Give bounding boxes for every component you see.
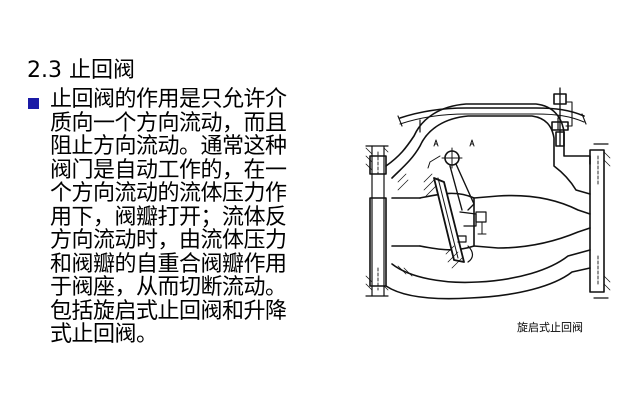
- valve-cover: [397, 87, 587, 147]
- bullet-line: 个方向流动的流体压力作: [50, 181, 287, 206]
- bullet-line: 和阀瓣的自重合阀瓣作用: [50, 251, 287, 277]
- bullet-line: 式止回阀。: [50, 322, 158, 347]
- seat-hatching: [397, 173, 463, 277]
- swing-check-valve-drawing: [365, 87, 611, 300]
- bullet-line: 方向流动时，由流体压力: [50, 228, 287, 253]
- swing-disc-assembly: [427, 147, 487, 263]
- bullet-line: 止回阀的作用是只允许介: [50, 87, 287, 112]
- figure-caption: 旋启式止回阀: [517, 321, 583, 334]
- bullet-line: 质向一个方向流动，而且: [50, 110, 287, 136]
- slide-title: 2.3 止回阀: [27, 58, 135, 83]
- left-flange: [365, 145, 389, 297]
- bullet-line: 阀门是自动工作的，在一: [50, 157, 287, 183]
- bullet-paragraph: 止回阀的作用是只允许介 质向一个方向流动，而且 阻止方向流动。通常这种 阀门是自…: [50, 88, 350, 347]
- valve-body: [385, 103, 591, 300]
- bullet-line: 于阀座，从而切断流动。: [50, 275, 287, 300]
- section-marker: [433, 139, 475, 147]
- right-flange: [589, 143, 611, 299]
- bullet-line: 包括旋启式止回阀和升降: [50, 298, 287, 324]
- cover-bolt: [551, 87, 573, 147]
- bullet-line: 用下，阀瓣打开；流体反: [50, 204, 287, 230]
- bullet-square-icon: [28, 98, 39, 109]
- bullet-line: 阻止方向流动。通常这种: [50, 134, 287, 159]
